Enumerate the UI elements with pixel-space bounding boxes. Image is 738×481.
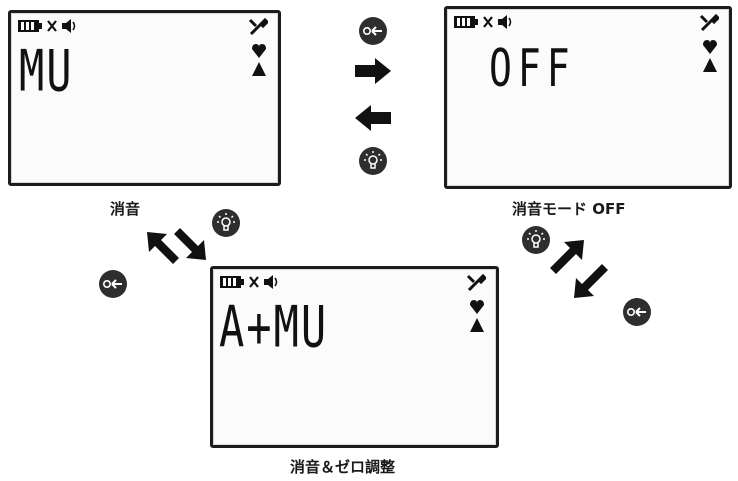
status-bar: [17, 18, 77, 34]
heart-down-icon: [470, 300, 484, 314]
light-button[interactable]: [358, 146, 388, 176]
wrench-icon: [466, 273, 488, 292]
arrow-up-left-icon: [147, 232, 179, 264]
lcd-screen-mute-zero: A+MU: [210, 266, 499, 448]
wrench-icon: [699, 13, 721, 32]
arrow-down-left-icon: [574, 264, 608, 298]
light-button[interactable]: [521, 225, 551, 255]
lcd-screen-mute-off: OFF: [444, 6, 732, 189]
arrow-left-icon: [355, 105, 391, 131]
status-bar: [219, 274, 279, 290]
speaker-icon: [498, 15, 512, 29]
arrow-right-icon: [355, 58, 391, 84]
x-mark-icon: [483, 16, 493, 28]
light-button[interactable]: [211, 208, 241, 238]
speaker-icon: [264, 275, 278, 289]
caption-mute-off: 消音モード OFF: [512, 200, 626, 218]
battery-icon: [220, 276, 244, 288]
wrench-icon: [248, 17, 270, 36]
bulb-icon: [217, 213, 235, 231]
side-icons: [248, 17, 270, 77]
power-arrow-icon: [635, 307, 646, 317]
triangle-up-icon: [252, 62, 266, 76]
arrow-down-right-icon: [174, 228, 206, 260]
heart-down-icon: [252, 44, 266, 58]
battery-icon: [454, 16, 478, 28]
bulb-icon: [364, 151, 382, 169]
power-button[interactable]: [98, 269, 128, 299]
lcd-readout: OFF: [489, 38, 576, 99]
bulb-icon: [527, 230, 545, 248]
power-arrow-icon: [111, 279, 122, 289]
power-arrow-icon: [371, 26, 382, 36]
power-button[interactable]: [358, 16, 388, 46]
triangle-up-icon: [470, 318, 484, 332]
lcd-readout: MU: [19, 37, 74, 104]
heart-down-icon: [703, 40, 717, 54]
x-mark-icon: [47, 20, 57, 32]
arrow-up-right-icon: [550, 240, 584, 274]
lcd-screen-mute: MU: [8, 10, 281, 186]
caption-mute: 消音: [110, 200, 141, 218]
side-icons: [466, 273, 488, 333]
x-mark-icon: [249, 276, 259, 288]
triangle-up-icon: [703, 58, 717, 72]
power-button[interactable]: [622, 297, 652, 327]
side-icons: [699, 13, 721, 73]
battery-icon: [18, 20, 42, 32]
speaker-icon: [62, 19, 76, 33]
status-bar: [453, 14, 513, 30]
lcd-readout: A+MU: [219, 293, 329, 360]
caption-mute-zero: 消音＆ゼロ調整: [290, 458, 396, 476]
